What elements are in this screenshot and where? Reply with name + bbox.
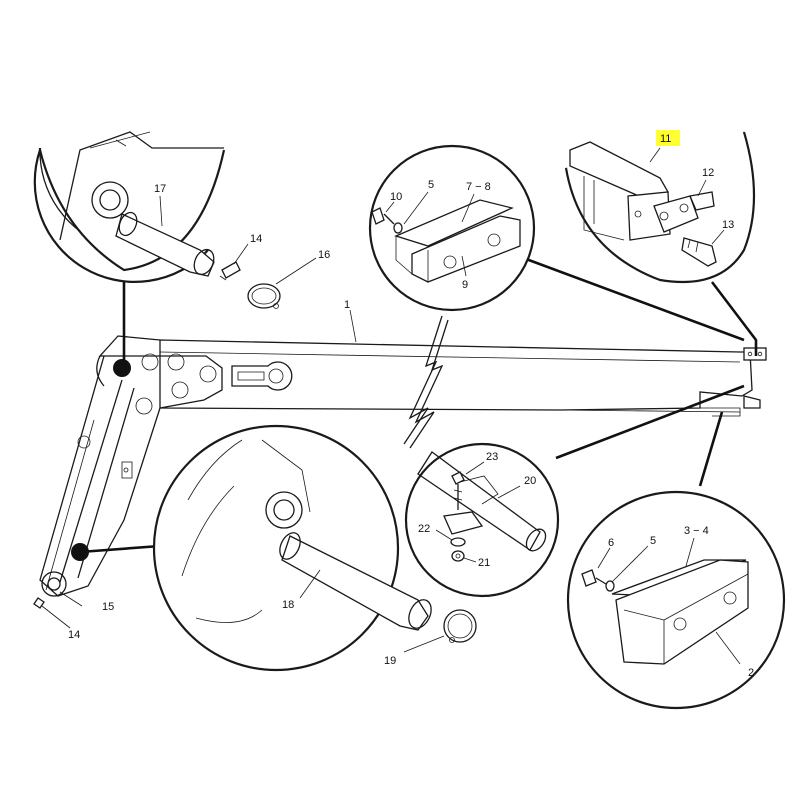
- detail-circle-top-right: [564, 131, 756, 284]
- callout-2[interactable]: 2: [748, 667, 754, 679]
- detail-circle-bottom-right: [566, 490, 786, 710]
- detail-circle-middle: [404, 442, 560, 598]
- callout-5-top[interactable]: 5: [428, 179, 434, 191]
- callout-6[interactable]: 6: [608, 537, 614, 549]
- callout-14-bottom[interactable]: 14: [68, 629, 80, 641]
- callout-12[interactable]: 12: [702, 167, 714, 179]
- boom-arm: [33, 315, 767, 609]
- callout-21[interactable]: 21: [478, 557, 490, 569]
- callout-16[interactable]: 16: [318, 249, 330, 261]
- leader-15: [59, 591, 83, 607]
- callout-18[interactable]: 18: [282, 599, 294, 611]
- callout-14-top[interactable]: 14: [250, 233, 262, 245]
- leader-1: [349, 309, 357, 343]
- callout-7-8[interactable]: 7 − 8: [466, 181, 491, 193]
- detail-connectors: [79, 254, 758, 554]
- callout-23[interactable]: 23: [486, 451, 498, 463]
- callout-11-highlight: [656, 130, 680, 146]
- callout-17[interactable]: 17: [154, 183, 166, 195]
- leader-14-bottom: [41, 605, 71, 629]
- callout-22[interactable]: 22: [418, 523, 430, 535]
- callout-9[interactable]: 9: [462, 279, 468, 291]
- callout-13[interactable]: 13: [722, 219, 734, 231]
- callout-1[interactable]: 1: [344, 299, 350, 311]
- callout-10[interactable]: 10: [390, 191, 402, 203]
- callout-15[interactable]: 15: [102, 601, 114, 613]
- callout-20[interactable]: 20: [524, 475, 536, 487]
- callout-11[interactable]: 11: [660, 133, 671, 145]
- detail-circle-top-center: [368, 144, 536, 312]
- callout-3-4[interactable]: 3 − 4: [684, 525, 709, 537]
- callout-5-bottom[interactable]: 5: [650, 535, 656, 547]
- detail-circle-top-left: [33, 131, 317, 309]
- detail-circle-bottom-center: [152, 424, 477, 672]
- callout-19[interactable]: 19: [384, 655, 396, 667]
